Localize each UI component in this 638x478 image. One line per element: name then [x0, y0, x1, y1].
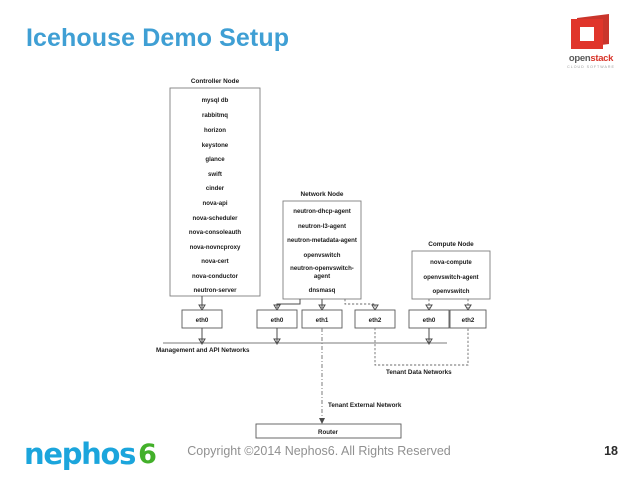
- node-controller-item-10: nova-novncproxy: [190, 244, 241, 251]
- network-tenant-bus: [374, 328, 469, 366]
- node-controller-item-5: swift: [208, 171, 222, 178]
- interface-network-eth2-label: eth2: [369, 317, 382, 324]
- page-title: Icehouse Demo Setup: [26, 24, 290, 52]
- node-controller-item-11: nova-cert: [201, 258, 228, 265]
- network-mgmt: Management and API Networks: [156, 328, 447, 354]
- link-network-eth1: [318, 299, 326, 311]
- network-external-arrow: [319, 418, 325, 424]
- node-controller-item-13: neutron-server: [193, 287, 237, 294]
- node-network-item-4-cont: agent: [314, 273, 330, 280]
- node-network-item-0: neutron-dhcp-agent: [293, 208, 351, 215]
- network-mgmt-label: Management and API Networks: [156, 347, 250, 354]
- openstack-tagline: CLOUD SOFTWARE: [567, 65, 615, 69]
- interface-network-eth0-label: eth0: [271, 317, 284, 324]
- node-controller-item-4: glance: [205, 156, 225, 163]
- link-network-eth0: [273, 299, 301, 311]
- openstack-wordmark: openstack: [566, 54, 616, 64]
- link-compute-eth0: [425, 299, 433, 311]
- openstack-cube-hole: [580, 27, 594, 41]
- network-external: Tenant External Network: [319, 328, 402, 424]
- node-controller-box: [169, 87, 261, 297]
- interface-network-eth1-label: eth1: [316, 317, 329, 324]
- interface-controller-eth0: eth0: [181, 309, 223, 329]
- interface-network-eth0: eth0: [256, 309, 298, 329]
- node-compute: Compute Node nova-compute openvswitch-ag…: [411, 241, 491, 300]
- node-controller-title: Controller Node: [191, 78, 240, 85]
- openstack-cube-icon: [571, 14, 611, 52]
- interface-controller-eth0-label: eth0: [196, 317, 209, 324]
- page-number: 18: [604, 444, 618, 458]
- link-network-eth2: [344, 299, 379, 311]
- router-node: Router: [255, 423, 402, 439]
- interface-compute-eth0: eth0: [408, 309, 450, 329]
- node-network: Network Node neutron-dhcp-agent neutron-…: [282, 191, 362, 300]
- node-controller: Controller Node mysql db rabbitmq horizo…: [169, 78, 261, 297]
- interface-network-eth1: eth1: [301, 309, 343, 329]
- openstack-word-stack: stack: [590, 53, 614, 64]
- node-compute-item-0: nova-compute: [430, 259, 472, 266]
- network-tenant: Tenant Data Networks: [374, 328, 469, 376]
- node-network-item-5: dnsmasq: [309, 287, 336, 294]
- node-controller-item-0: mysql db: [202, 97, 229, 104]
- node-network-item-4: neutron-openvswitch-: [290, 265, 354, 272]
- node-network-title: Network Node: [301, 191, 344, 198]
- interface-network-eth2: eth2: [354, 309, 396, 329]
- openstack-logo: openstack CLOUD SOFTWARE: [566, 14, 616, 72]
- node-network-item-3: openvswitch: [304, 252, 341, 259]
- copyright-text: Copyright ©2014 Nephos6. All Rights Rese…: [187, 444, 451, 458]
- node-controller-item-9: nova-consoleauth: [189, 229, 241, 236]
- node-controller-item-1: rabbitmq: [202, 112, 228, 119]
- nephos6-six-mark: 6: [138, 438, 157, 470]
- interface-compute-eth2-label: eth2: [462, 317, 475, 324]
- network-tenant-label: Tenant Data Networks: [386, 369, 452, 376]
- node-network-box: [282, 200, 362, 300]
- interface-compute-eth0-label: eth0: [423, 317, 436, 324]
- node-network-item-1: neutron-l3-agent: [298, 223, 346, 230]
- node-controller-item-6: cinder: [206, 185, 225, 192]
- network-external-label: Tenant External Network: [328, 402, 402, 409]
- node-compute-box: [411, 250, 491, 300]
- interface-compute-eth2: eth2: [449, 309, 487, 329]
- node-controller-item-12: nova-conductor: [192, 273, 239, 280]
- node-controller-item-7: nova-api: [202, 200, 227, 207]
- node-compute-item-2: openvswitch: [433, 288, 470, 295]
- node-network-item-2: neutron-metadata-agent: [287, 237, 357, 244]
- link-compute-eth2: [464, 299, 472, 311]
- openstack-word-open: open: [568, 53, 591, 64]
- link-controller-eth0: [198, 296, 206, 311]
- nephos6-wordmark: nephos: [24, 436, 136, 471]
- router-box: [255, 423, 402, 439]
- node-controller-item-3: keystone: [202, 142, 229, 149]
- router-label: Router: [318, 429, 339, 436]
- node-compute-item-1: openvswitch-agent: [423, 274, 478, 281]
- node-controller-item-8: nova-scheduler: [192, 215, 238, 222]
- node-compute-title: Compute Node: [428, 241, 474, 248]
- node-controller-item-2: horizon: [204, 127, 226, 134]
